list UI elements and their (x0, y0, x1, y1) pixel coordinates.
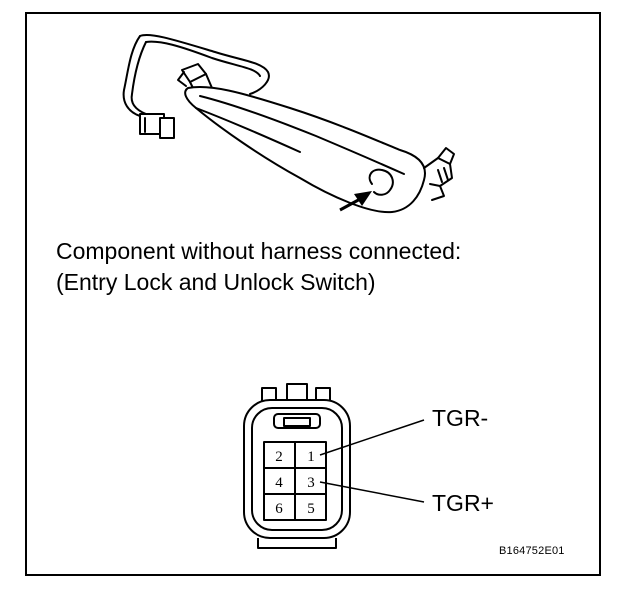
tgr-plus-leader (319, 481, 425, 503)
door-handle-illustration (122, 34, 455, 214)
tgr-plus-label: TGR+ (432, 490, 494, 516)
caption-line-2: (Entry Lock and Unlock Switch) (56, 269, 376, 295)
pin-6-label: 6 (275, 501, 283, 517)
pin-3-label: 3 (307, 475, 315, 491)
pin-4-label: 4 (275, 475, 283, 491)
figure-code: B164752E01 (499, 545, 565, 557)
pin-5-label: 5 (307, 501, 315, 517)
switch-arrow-icon (339, 191, 372, 212)
pin-labels: 2 1 4 3 6 5 (275, 449, 315, 517)
connector-front-view (243, 383, 351, 549)
tgr-minus-leader (319, 419, 425, 456)
caption-line-1: Component without harness connected: (56, 238, 462, 264)
tgr-minus-label: TGR- (432, 405, 489, 431)
pin-2-label: 2 (275, 449, 283, 465)
leader-lines (319, 419, 425, 503)
caption: Component without harness connected: (En… (56, 236, 576, 298)
pin-1-label: 1 (307, 449, 315, 465)
